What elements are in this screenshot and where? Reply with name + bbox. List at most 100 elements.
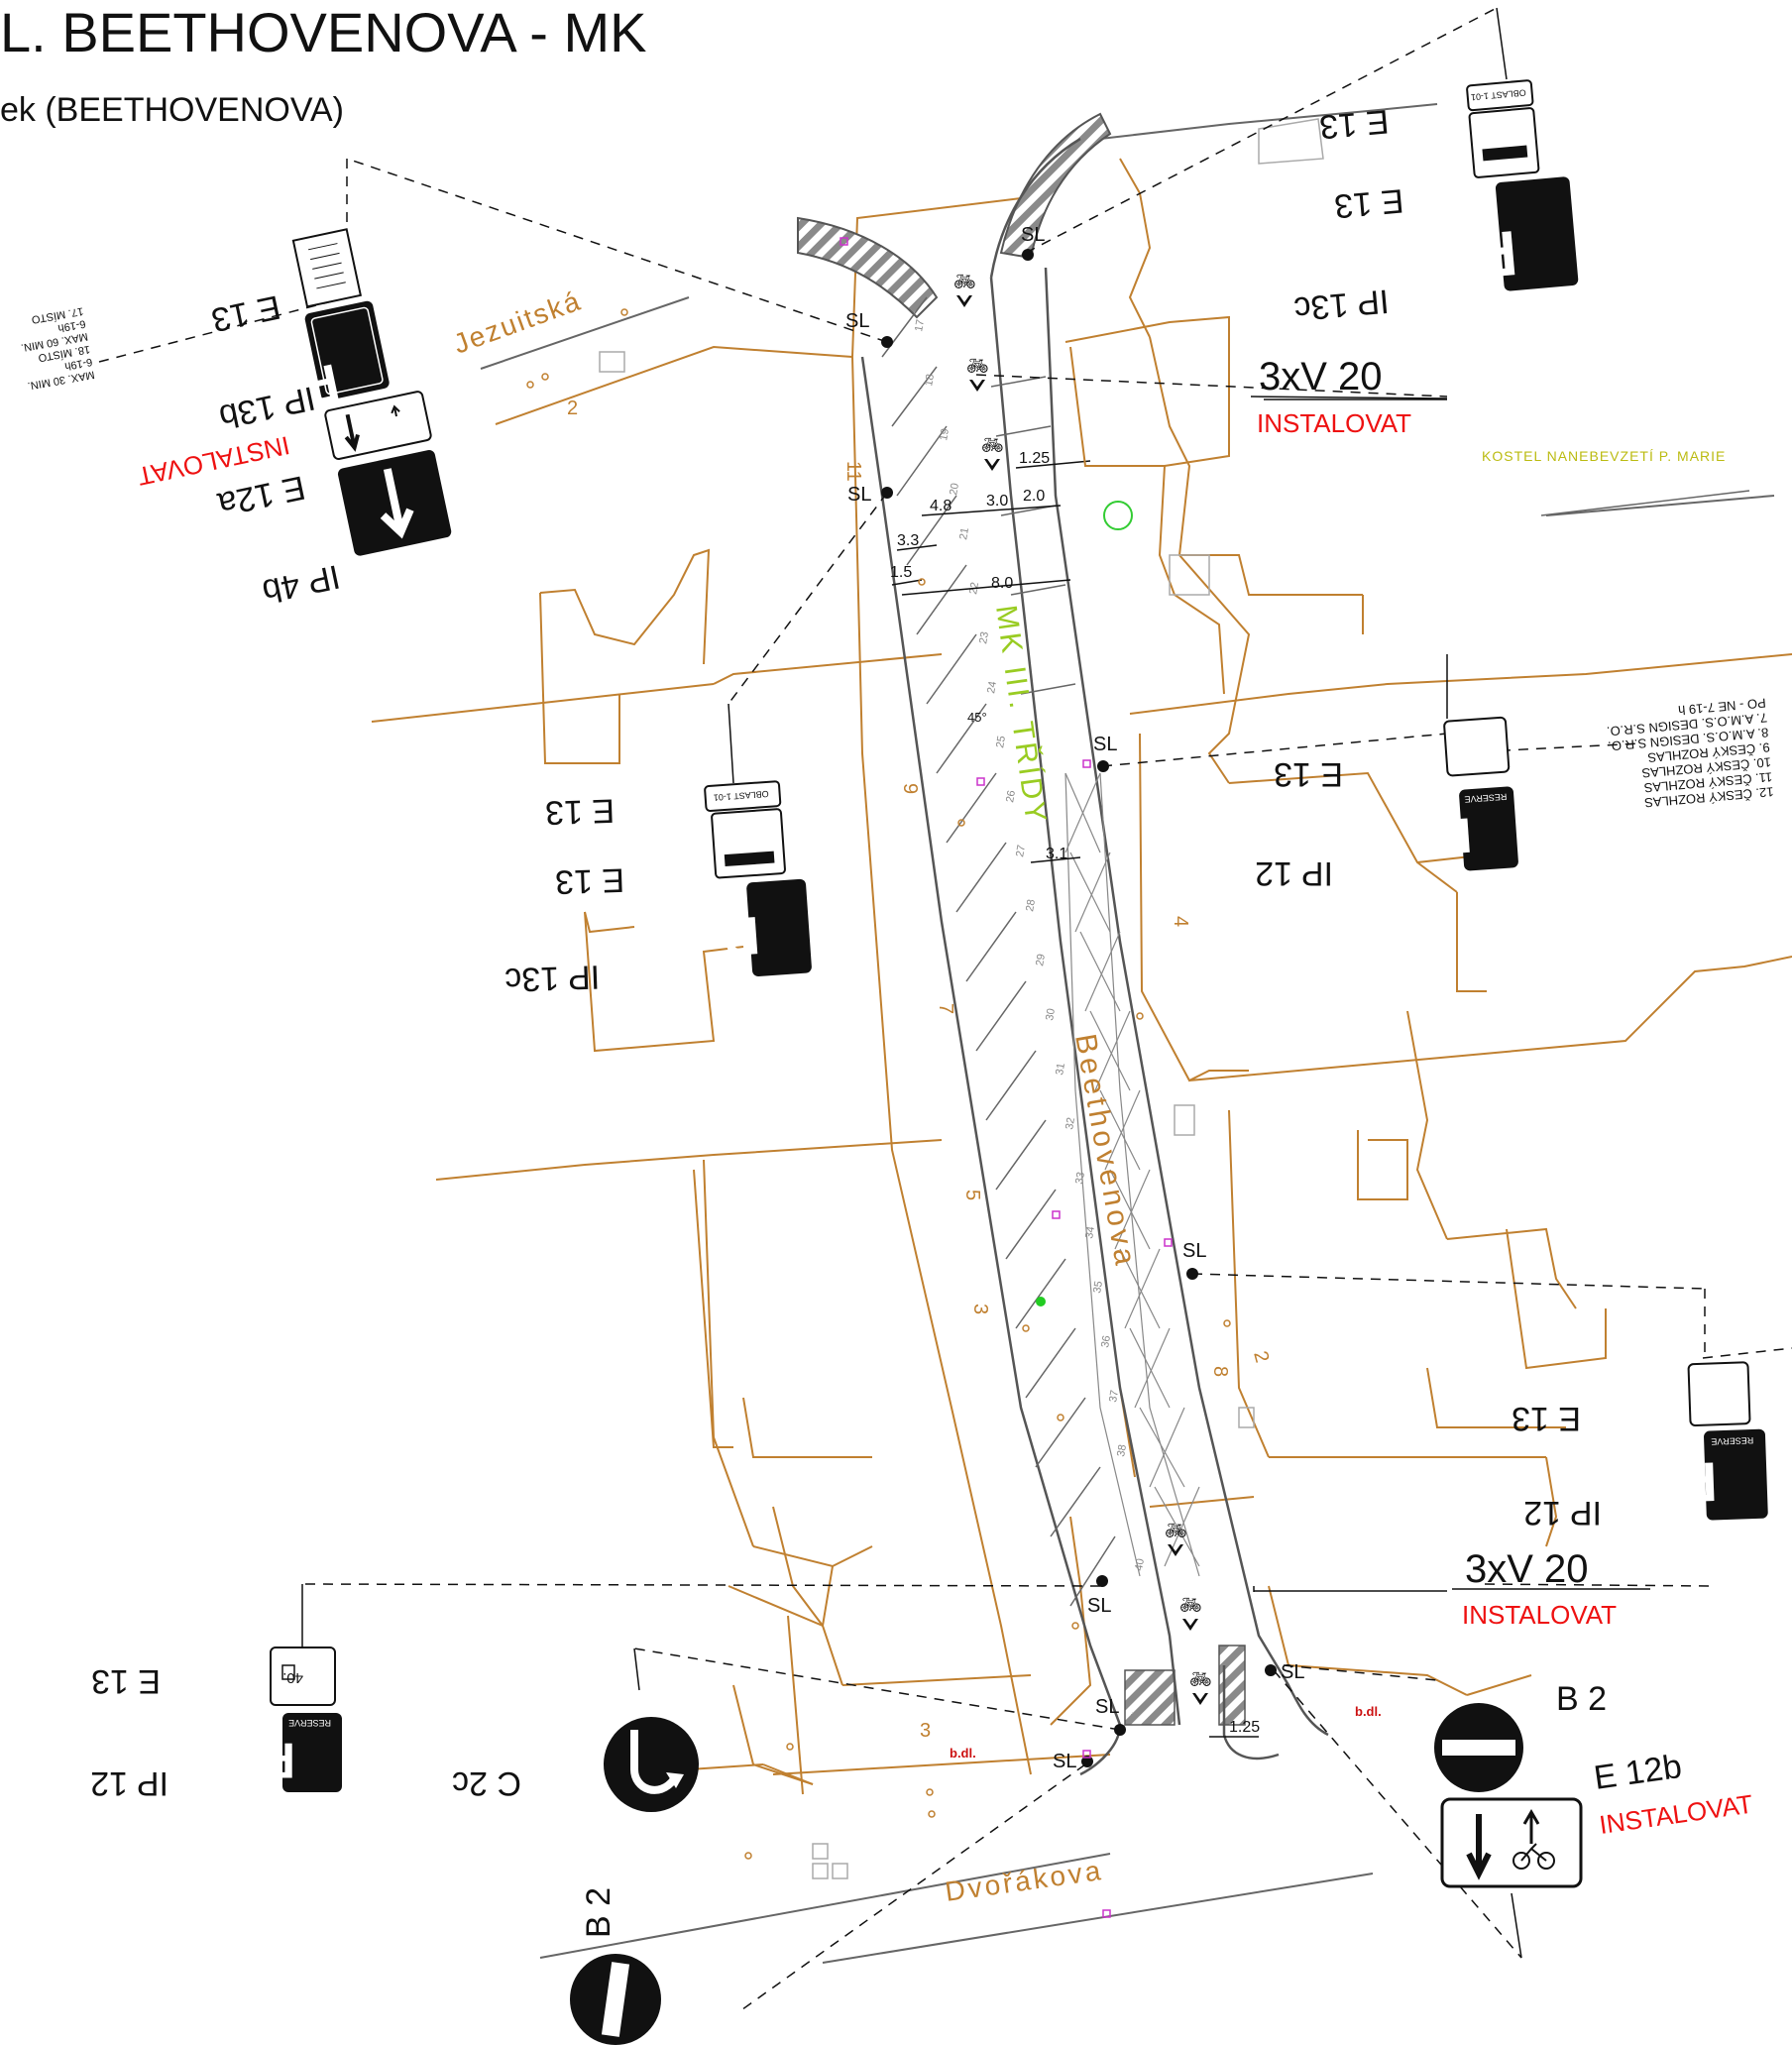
svg-text:18: 18 — [923, 373, 937, 387]
instalovat-bottom: INSTALOVAT — [1462, 1600, 1617, 1630]
sign-label-e13-mid-left-1: E 13 — [544, 791, 615, 831]
v20-callout-bottom: 3xV 20 — [1465, 1547, 1589, 1591]
hatched-island-right — [999, 112, 1112, 260]
lot-number-3-bottom: 3 — [920, 1720, 931, 1742]
lot-number-2-top: 2 — [567, 398, 578, 419]
sign-e12b — [1440, 1797, 1583, 1888]
reserve-plate-mid-right: RESERVE — [1464, 792, 1507, 805]
lot-number-4: 4 — [1170, 916, 1191, 927]
sign-label-e13-mid-right: E 13 — [1274, 755, 1343, 793]
svg-text:40: 40 — [1133, 1557, 1147, 1571]
sign-label-ip12-mid-right: IP 12 — [1255, 854, 1333, 892]
svg-text:28: 28 — [1024, 898, 1038, 912]
svg-text:🚲︎: 🚲︎ — [966, 356, 989, 376]
sign-label-e12b: E 12b — [1592, 1748, 1684, 1797]
lot-number-5: 5 — [961, 1190, 983, 1200]
sign-label-e13-top-right-2: E 13 — [1333, 181, 1405, 225]
sign-label-e13-top-right-1: E 13 — [1318, 102, 1391, 146]
svg-text:🚲︎: 🚲︎ — [1179, 1595, 1202, 1615]
svg-text:38: 38 — [1115, 1443, 1129, 1457]
bdl-label-2: b.dl. — [1355, 1704, 1382, 1719]
sign-label-c2c: C 2c — [452, 1764, 521, 1802]
sign-cluster-lower-right: RESERVE P — [1679, 1361, 1768, 1521]
hatched-crossing-bottom-left — [1124, 1669, 1176, 1726]
svg-text:33: 33 — [1073, 1171, 1087, 1185]
sign-label-ip12-lower-left: IP 12 — [90, 1764, 168, 1802]
dim-1-25-top: 1.25 — [1019, 450, 1050, 467]
parking-p-lower-left: P — [263, 1733, 295, 1788]
sign-label-ip12-lower-right: IP 12 — [1523, 1494, 1602, 1532]
svg-text:32: 32 — [1064, 1116, 1077, 1130]
sl-marker-dots — [881, 249, 1277, 1767]
dim-3-0: 3.0 — [986, 493, 1008, 510]
lane-cross-bracing — [1064, 772, 1200, 1577]
sign-label-e13-mid-left-2: E 13 — [554, 860, 624, 900]
instalovat-e12b: INSTALOVAT — [1598, 1789, 1755, 1840]
svg-text:24: 24 — [985, 680, 999, 694]
sign-label-e13-lower-right: E 13 — [1512, 1400, 1581, 1437]
sl-label-8: SL — [1281, 1661, 1304, 1683]
parking-p-lower-right: P — [1679, 1450, 1719, 1514]
bicycle-arrow-chevrons — [956, 295, 1208, 1705]
sl-label-5: SL — [1182, 1240, 1206, 1262]
reserve-plate-lower-right: RESERVE — [1711, 1435, 1753, 1446]
svg-text:17: 17 — [913, 318, 927, 332]
sign-label-b2-bottom-left: B 2 — [580, 1887, 617, 1938]
instalovat-top: INSTALOVAT — [1257, 408, 1411, 438]
sign-label-ip13b: IP 13b — [216, 379, 318, 435]
dim-3-3: 3.3 — [897, 532, 919, 549]
hatched-island-left — [797, 216, 939, 319]
sign-cluster-mid-left: OBLAST 1-01 P — [704, 780, 812, 976]
svg-text:27: 27 — [1014, 844, 1028, 857]
lot-number-8: 8 — [1209, 1366, 1231, 1377]
svg-text:23: 23 — [977, 630, 991, 644]
plate-number-40: 40. — [282, 1669, 303, 1686]
svg-text:30: 30 — [1044, 1007, 1058, 1021]
note-left-1: MAX. 30 MIN. — [27, 368, 96, 392]
sign-label-ip13c-mid-left: IP 13c — [504, 958, 601, 998]
sign-label-e13-lower-left: E 13 — [91, 1662, 161, 1700]
dim-8-0: 8.0 — [991, 575, 1013, 592]
parking-notes-left: MAX. 30 MIN. 6-19h 18. MÍSTO MAX. 60 MIN… — [20, 304, 96, 392]
road-edges — [480, 103, 1775, 1964]
note-left-2: 6-19h — [63, 356, 93, 373]
sign-cluster-top-left: P — [291, 228, 452, 556]
sl-label-3: SL — [1021, 224, 1045, 246]
buildings — [1064, 315, 1230, 695]
dimension-lines — [891, 460, 1259, 1738]
dim-1-5: 1.5 — [890, 564, 912, 581]
plan-title: L. BEETHOVENOVA - MK — [0, 1, 646, 63]
dim-3-1: 3.1 — [1046, 846, 1067, 862]
reserve-plate-lower-left: RESERVE — [288, 1718, 331, 1728]
svg-text:19: 19 — [938, 427, 952, 441]
lot-number-7: 7 — [935, 1003, 956, 1014]
bicycle-lane-markings: 🚲︎ 🚲︎ 🚲︎ 🚲︎ 🚲︎ 🚲︎ — [953, 272, 1212, 1689]
dim-1-25-bottom: 1.25 — [1229, 1719, 1260, 1736]
v20-callout-top: 3xV 20 — [1259, 355, 1383, 398]
sign-cluster-top-right: OBLAST 1-01 P — [1466, 79, 1579, 291]
sign-b2-right — [1434, 1703, 1523, 1792]
lot-number-11: 11 — [842, 461, 864, 482]
dim-2-0: 2.0 — [1023, 488, 1045, 505]
sl-label-7: SL — [1095, 1696, 1119, 1718]
tree-symbol — [1103, 501, 1133, 530]
leader-lines — [98, 7, 1792, 2013]
street-name-dvorakova: Dvořákova — [944, 1855, 1106, 1907]
sign-label-e13-top-left: E 13 — [208, 287, 283, 339]
street-name-jezuitska: Jezuitská — [449, 284, 585, 359]
parcel-boundaries — [371, 158, 1792, 1795]
beethovenova-carriageway — [860, 137, 1329, 1776]
road-class-label: MK III. TŘÍDY — [989, 603, 1053, 827]
svg-text:🚲︎: 🚲︎ — [1189, 1669, 1212, 1689]
oblast-plate-mid-left: OBLAST 1-01 — [714, 789, 769, 803]
parking-notes-right: 12. ČESKÝ ROZHLAS 11. ČESKÝ ROZHLAS 10. … — [1606, 695, 1774, 810]
svg-text:34: 34 — [1083, 1225, 1097, 1239]
sign-label-ip4b: IP 4b — [259, 557, 343, 611]
sign-b2-bottom-left — [570, 1954, 661, 2045]
sl-label-4: SL — [1093, 734, 1117, 755]
svg-text:31: 31 — [1054, 1062, 1067, 1076]
sl-label-2: SL — [847, 484, 871, 506]
svg-text:🚲︎: 🚲︎ — [1165, 1521, 1187, 1540]
sign-label-ip13c-top-right: IP 13c — [1292, 282, 1391, 327]
